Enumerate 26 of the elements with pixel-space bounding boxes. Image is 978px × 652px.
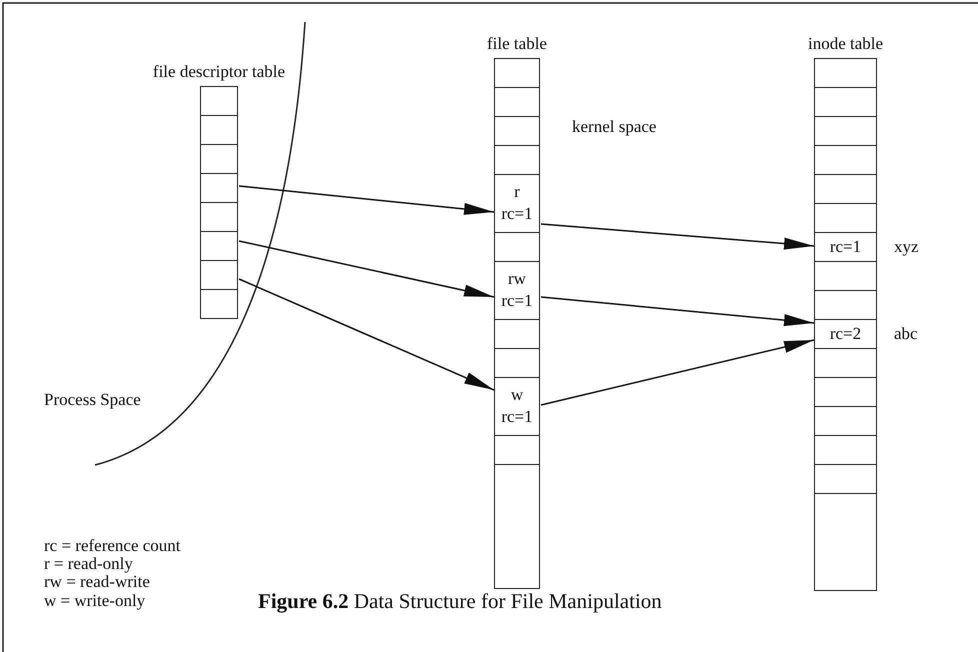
legend-note: rc = reference count <box>44 537 181 555</box>
table-title: file table <box>487 34 547 54</box>
legend-note: rw = read-write <box>44 573 150 591</box>
entry-label: rc=1 <box>500 290 534 312</box>
entry-label: w <box>510 384 524 406</box>
arrow <box>540 296 814 326</box>
figure-caption: Figure 6.2 Data Structure for File Manipulation <box>258 589 662 613</box>
arrow <box>540 339 814 406</box>
entry-label: rw <box>507 268 527 290</box>
legend-note: w = write-only <box>44 592 146 610</box>
arrow <box>238 278 494 391</box>
entry-label: rc=2 <box>828 323 862 345</box>
entry-name: xyz <box>894 236 919 258</box>
legend-note: r = read-only <box>44 555 133 573</box>
arrow <box>238 240 494 298</box>
table-title: inode table <box>808 34 884 54</box>
entry-label: r <box>513 181 521 203</box>
table-title: file descriptor table <box>152 62 286 82</box>
entry-label: rc=1 <box>828 236 862 258</box>
entry-name: abc <box>894 323 918 345</box>
region-label: kernel space <box>572 118 656 136</box>
arrow <box>540 223 814 250</box>
region-label: Process Space <box>44 391 141 409</box>
entry-label: rc=1 <box>500 203 534 225</box>
entry-label: rc=1 <box>500 406 534 428</box>
arrow <box>238 185 494 215</box>
